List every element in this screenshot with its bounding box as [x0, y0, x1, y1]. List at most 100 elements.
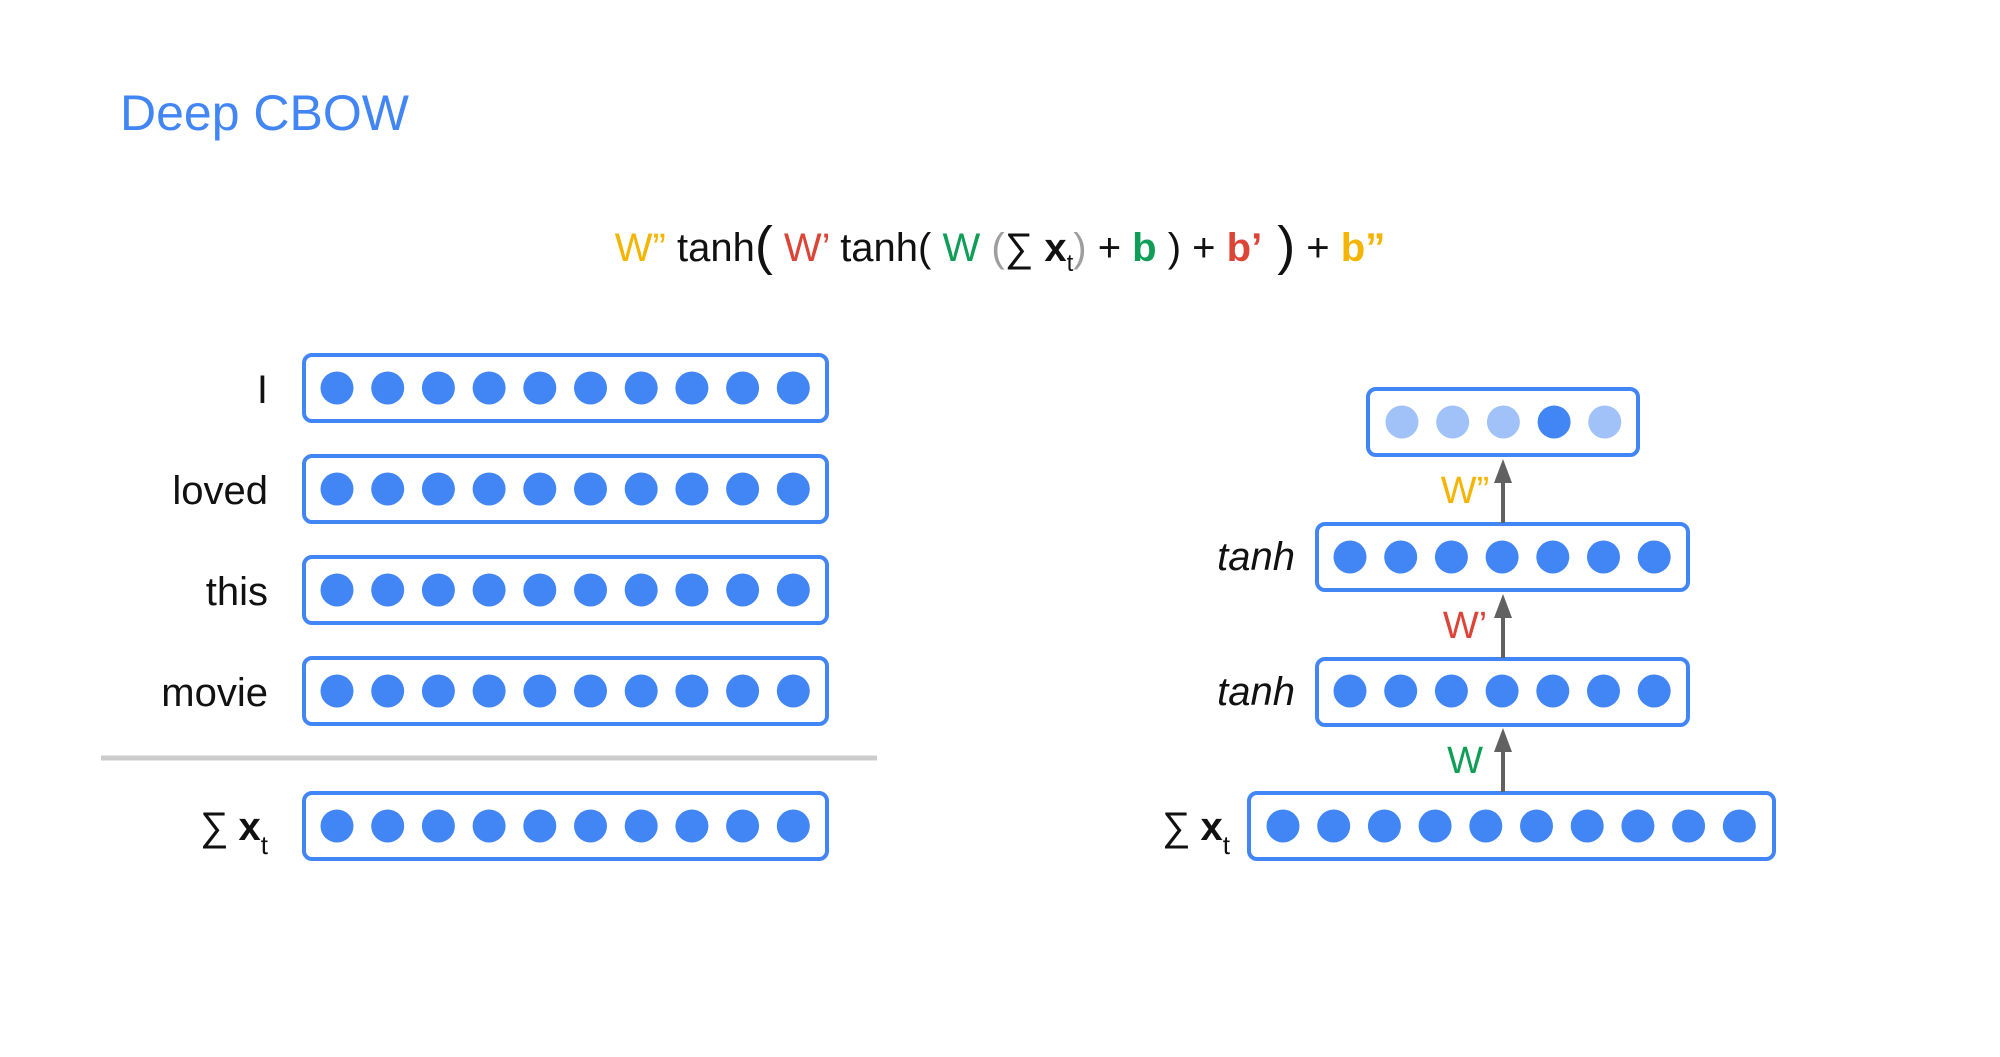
sum-dot-left-6: [624, 809, 658, 843]
word-label-3: movie: [161, 671, 268, 715]
sum-dot-right-5: [1520, 809, 1553, 843]
word-dot-2-5: [574, 573, 607, 607]
arrow-w-head: [1494, 728, 1512, 752]
word-dot-1-3: [472, 472, 506, 506]
word-dot-2-0: [320, 573, 354, 607]
word-dot-3-0: [320, 674, 354, 708]
sum-dot-right-9: [1722, 809, 1756, 843]
formula-sum: ∑: [1004, 226, 1045, 270]
output-dot-2: [1486, 405, 1520, 439]
word-label-1: loved: [172, 469, 268, 513]
word-dot-0-5: [574, 371, 607, 405]
hidden1-dot-0: [1333, 674, 1367, 708]
word-dot-2-3: [472, 573, 506, 607]
word-dot-2-2: [421, 573, 455, 607]
word-dot-1-4: [523, 472, 557, 506]
weight-label-w1: W’: [1443, 605, 1487, 647]
formula-tanh-outer: tanh: [665, 226, 755, 270]
formula-b1: b’: [1226, 226, 1263, 270]
sum-vector-box-right: [1247, 791, 1776, 861]
formula-sum-open: (: [980, 226, 1005, 270]
word-dot-1-7: [675, 472, 709, 506]
sum-vector-box-left: [302, 791, 829, 861]
hidden2-dot-2: [1434, 540, 1468, 574]
word-dot-3-7: [675, 674, 709, 708]
word-dot-3-8: [726, 674, 760, 708]
word-dot-3-6: [624, 674, 658, 708]
word-dot-1-1: [371, 472, 405, 506]
right-dots: [1266, 405, 1756, 843]
word-dot-0-8: [726, 371, 760, 405]
sum-dot-left-9: [776, 809, 810, 843]
formula-sum-close: ): [1073, 226, 1087, 270]
formula-w2: W”: [614, 226, 666, 270]
formula-paren-open: (: [754, 216, 773, 276]
word-dot-3-3: [472, 674, 506, 708]
formula-plus3: +: [1295, 226, 1341, 270]
sum-dot-right-0: [1266, 809, 1300, 843]
word-dot-2-9: [776, 573, 810, 607]
weight-label-w2: W”: [1441, 470, 1490, 512]
formula-b2: b”: [1340, 226, 1386, 270]
word-dot-2-6: [624, 573, 658, 607]
formula-paren-close: ): [1262, 216, 1296, 276]
word-dot-1-8: [726, 472, 760, 506]
word-dot-0-6: [624, 371, 658, 405]
output-dot-3: [1537, 405, 1571, 439]
word-dot-0-7: [675, 371, 709, 405]
hidden2-dot-6: [1637, 540, 1671, 574]
word-dot-2-8: [726, 573, 760, 607]
word-dot-0-1: [371, 371, 405, 405]
sum-dot-left-7: [675, 809, 709, 843]
sum-dot-right-4: [1469, 809, 1503, 843]
page-title: Deep CBOW: [120, 85, 409, 141]
formula-x: x: [1044, 226, 1067, 270]
sum-dot-left-0: [320, 809, 354, 843]
word-label-2: this: [206, 570, 268, 614]
word-dot-0-0: [320, 371, 354, 405]
word-dot-2-4: [523, 573, 557, 607]
hidden2-tanh-label: tanh: [1217, 535, 1295, 579]
sum-dot-right-1: [1317, 809, 1351, 843]
left-sum-label: ∑xt: [200, 805, 269, 860]
word-dot-0-4: [523, 371, 557, 405]
word-dot-3-9: [776, 674, 810, 708]
word-dot-0-9: [776, 371, 810, 405]
sum-dot-left-8: [726, 809, 760, 843]
word-vector-box-0: [302, 353, 829, 423]
left-panel: I loved this movie ∑xt: [101, 353, 877, 861]
sum-dot-left-5: [574, 809, 607, 843]
output-dot-0: [1385, 405, 1419, 439]
word-dot-3-2: [421, 674, 455, 708]
hidden1-dot-6: [1637, 674, 1671, 708]
arrow-w1-head: [1494, 594, 1512, 618]
sum-dot-right-8: [1672, 809, 1706, 843]
sum-dot-right-6: [1570, 809, 1604, 843]
sum-dot-left-4: [523, 809, 557, 843]
hidden1-dot-4: [1536, 674, 1570, 708]
word-dot-2-7: [675, 573, 709, 607]
hidden1-dot-3: [1485, 674, 1519, 708]
left-dots: [320, 371, 810, 843]
word-dot-0-2: [421, 371, 455, 405]
formula-b: b: [1132, 226, 1157, 270]
hidden2-dot-0: [1333, 540, 1367, 574]
word-dot-1-9: [776, 472, 810, 506]
hidden1-dot-2: [1434, 674, 1468, 708]
formula-plus1: +: [1086, 226, 1133, 270]
sum-dot-right-7: [1621, 809, 1655, 843]
hidden2-dot-5: [1587, 540, 1620, 574]
right-panel: tanh tanh ∑xt W W’ W”: [1162, 387, 1776, 861]
hidden1-vector-box: [1315, 657, 1690, 727]
sum-dot-right-3: [1418, 809, 1452, 843]
word-label-0: I: [257, 368, 268, 412]
word-dot-3-1: [371, 674, 405, 708]
hidden2-dot-1: [1384, 540, 1418, 574]
word-dot-2-1: [371, 573, 405, 607]
formula-w0: W: [931, 226, 981, 270]
word-dot-1-2: [421, 472, 455, 506]
word-vector-box-2: [302, 555, 829, 625]
word-vector-box-3: [302, 656, 829, 726]
formula: W” tanh( W’ tanh( W (∑ xt) + b ) + b’ ) …: [0, 218, 2000, 276]
